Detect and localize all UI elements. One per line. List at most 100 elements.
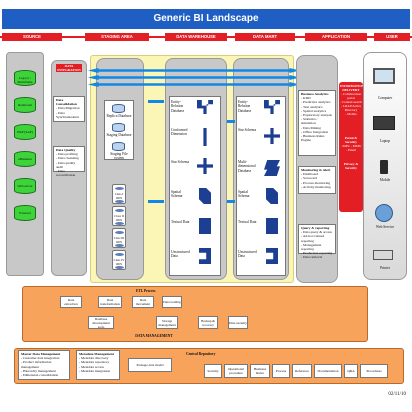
repo-item-documentation: Documentation [314,364,342,378]
etl-item: Data loading [162,296,182,308]
repo-item-operational: Operational procedure [224,364,248,378]
page-title: Generic BI Landscape [2,9,410,29]
monitoring-item: - Dashboard [301,172,319,177]
consolidation-item: - Data [56,110,65,115]
business-item: - Text analytics [301,104,323,109]
header-data-warehouse: DATA WAREHOUSE [165,33,227,41]
source-external-cylinder: External [14,205,36,221]
consolidation-title: Data Consolidation [56,98,77,107]
dm-er-label: Entity-Relation Database [238,100,252,113]
delivery-security: Privacy & Security [343,162,359,170]
connector-arrow [227,200,235,203]
business-item: - Exploratory analysis [301,113,332,118]
dm-star-label: Star Schema [238,128,257,132]
etl-item: Data security [228,316,248,329]
user-mobile-label: Mobile [379,178,391,182]
business-item: - Statistics / simulation [301,117,318,126]
repo-item-security: Security [204,364,222,378]
dm-mdb-label: Multi-dimensional Database [238,160,256,173]
monitoring-title: Monitoring & Alert [301,168,331,172]
delivery-item: - Collaboration portal [340,92,362,100]
central-repository-title: Central Repository [186,352,216,356]
connector-arrow [148,200,164,203]
dw-panel [169,96,221,276]
dw-textual-icon [199,218,211,234]
consolidation-item: - Data Migration [56,106,80,111]
dw-textual-label: Textual Data [171,220,190,224]
dw-conformed-label: Conformed Dimension [171,128,188,137]
source-webserver-cylinder: Web server [14,178,36,194]
date-label: 02/11/10 [388,392,406,397]
dm-panel [236,96,286,276]
header-data-mart: DATA MART [235,33,295,41]
user-webservice-label: Web Service [375,225,395,229]
source-ebusiness-cylinder: eBusiness [14,151,36,167]
query-item: - Production reporting [301,251,333,256]
master-item: - Dimension consolidation [21,373,59,378]
repo-item-reference: Reference [292,364,312,378]
business-item: - Data Mining [301,125,321,130]
dm-spatial-label: Spatial Schema [238,190,250,199]
monitoring-item: - Process monitoring [301,180,331,185]
quality-box: Data Quality - Data profiling - Data cle… [53,146,85,177]
data-integration-label: DATA INTEGRATION [56,64,82,72]
package-data-model: Package data model [128,358,172,372]
master-item: - Product information management [21,360,52,369]
ods-class1: Class I ODS [112,184,126,204]
ods-class2: Class II ODS [112,206,126,226]
metadata-item: - Metadata discovery [79,356,109,361]
header-user: USER [374,33,410,41]
dw-star-label: Star Schema [171,160,190,164]
repo-item-process: Process [272,364,290,378]
metadata-title: Metadata Management [79,352,114,356]
etl-item: Data movement [132,296,154,308]
delivery-mobile: - SMS/ - MMS/ - Email [340,144,362,152]
monitoring-item: - Activity monitoring [301,184,331,189]
consolidation-item: Synchronization [56,114,79,119]
etl-title: ETL Process [136,289,156,293]
etl-item: Data transformation [98,296,122,308]
source-erp-cylinder: ERP (SAP) [14,124,36,140]
source-relational-cylinder: Relational [14,97,36,113]
quality-item: - Data profiling [56,152,78,157]
repo-item-business-rules: Business Rules [250,364,270,378]
information-delivery-bar [339,82,363,212]
etl-item: Storage management [156,316,178,329]
dw-er-label: Entity-Relation Database [171,100,185,113]
repo-item-qa: Q&A [344,364,358,378]
connector-arrow [227,120,235,123]
mobile-icon [380,160,388,174]
business-title: Business Analytics [301,92,329,96]
ods-class4: Class IV ODS [112,250,126,270]
query-item: - Data retrieval [301,255,323,260]
ods-class3: Class III ODS [112,228,126,248]
metadata-item: - Metadata repository [79,360,110,365]
connector-arrow [148,100,164,103]
header-source: SOURCE [2,33,62,41]
delivery-title: INFORMATION DELIVERY [340,84,365,92]
query-item: - Ad-hoc/canned reporting [301,234,325,243]
metadata-box: Metadata Management - Metadata discovery… [76,350,120,380]
flow-arrow-2 [88,75,300,80]
replica-db-icon [112,104,125,113]
business-item: - Spatial analytics [301,108,327,113]
business-item: - Office Integration [301,129,329,134]
replica-db-label: Replica Database [106,114,132,118]
etl-item: Backup & recovery [198,316,218,329]
consolidation-box: Data Consolidation - Data Migration - Da… [53,96,85,122]
quality-item: - Data cleansing [56,156,79,161]
computer-icon [373,68,395,84]
dw-spatial-label: Spatial Schema [171,190,183,199]
monitoring-box: Monitoring & Alert - Dashboard - Scoreca… [298,166,336,194]
query-box: Query & reporting - Data query & access … [298,224,336,259]
dw-spatial-icon [199,188,211,204]
metadata-item: - Metadata access [79,364,104,369]
delivery-portal: Portal & Security [344,136,358,144]
business-item: - KDD [301,96,311,101]
header-staging: STAGING AREA [85,33,149,41]
source-legacy-cylinder: Legacy / Mainframe [14,70,36,86]
delivery-text: INFORMATION DELIVERY - Collaboration por… [340,84,365,170]
master-item: - Hierarchy management [21,368,56,373]
staging-db-label: Staging Database [106,133,132,137]
